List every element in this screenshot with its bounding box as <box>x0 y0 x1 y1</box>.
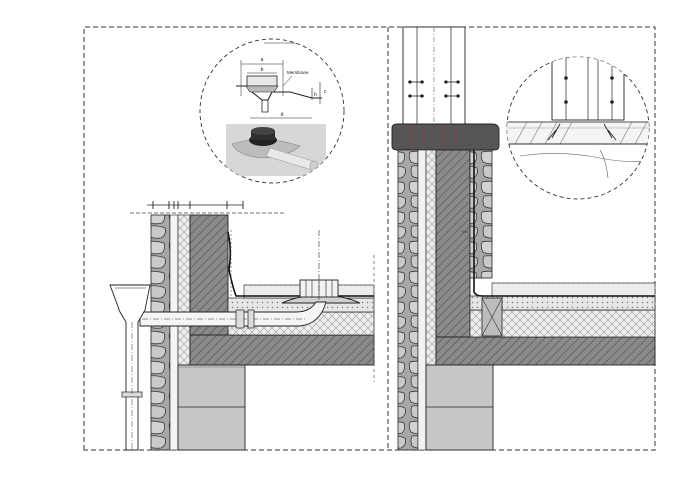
drain-detail-callout: a b c d h Membrane <box>199 38 345 184</box>
membrane-label: Membrane <box>287 70 309 75</box>
wall-insulation-right <box>425 149 437 366</box>
block-wall-below <box>177 364 246 451</box>
dim-label-d: d <box>281 112 284 118</box>
cavity-layer <box>169 214 179 451</box>
inner-stone-lining <box>469 149 493 279</box>
horizontal-drain-pipe <box>139 301 327 329</box>
waterproof-membrane-right <box>473 150 655 297</box>
block-wall-below-right <box>425 364 494 451</box>
concrete-roof-slab-right <box>435 336 656 366</box>
cavity-layer-right <box>417 149 427 451</box>
roof-buildup-layers-right <box>469 150 656 338</box>
parapet-coping <box>391 123 500 151</box>
wall-layer-dimension-line <box>130 201 285 214</box>
waterproof-membrane <box>227 231 374 297</box>
railing-post <box>402 26 466 127</box>
post-fixing-detail-callout <box>506 56 650 200</box>
stone-facade-right <box>397 149 419 451</box>
wall-insulation <box>177 214 191 366</box>
dim-label-a: a <box>261 57 264 63</box>
drawing-frame <box>83 26 656 451</box>
left-section-wall-drain <box>109 201 375 451</box>
dim-label-c: c <box>324 89 327 95</box>
concrete-parapet-right <box>435 149 471 338</box>
dim-label-b: b <box>261 67 264 73</box>
roof-drain <box>281 230 361 304</box>
concrete-roof-slab <box>189 334 375 366</box>
stone-facade <box>150 214 171 451</box>
rainwater-head-and-downpipe <box>109 284 151 451</box>
dim-label-h: h <box>314 92 317 98</box>
right-section-parapet <box>391 26 656 451</box>
